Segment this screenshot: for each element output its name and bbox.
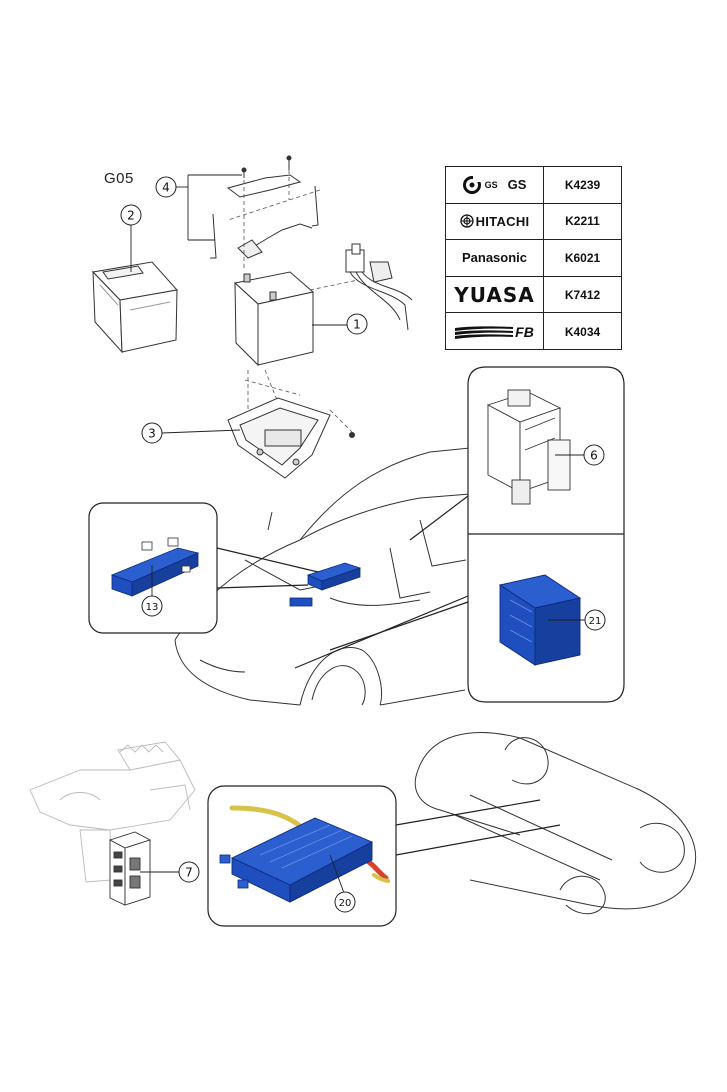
callout-7: 7 bbox=[178, 861, 200, 883]
brand-cell: HITACHI bbox=[446, 203, 544, 240]
fb-stripe-logo-icon bbox=[455, 326, 514, 339]
brand-cell: YUASA bbox=[446, 276, 544, 313]
callout-3: 3 bbox=[141, 422, 163, 444]
brand-code: K7412 bbox=[564, 287, 601, 302]
brand-code: K4034 bbox=[564, 324, 601, 339]
hitachi-logo-icon bbox=[459, 214, 474, 229]
ecu-13-illustration bbox=[110, 537, 200, 597]
module-21-illustration bbox=[498, 574, 582, 666]
panasonic-text: Panasonic bbox=[461, 250, 528, 266]
brand-row-yuasa: YUASA K7412 bbox=[446, 276, 621, 314]
battery-tray-illustration bbox=[91, 261, 178, 354]
gs-logo-icon bbox=[462, 175, 481, 194]
battery-illustration bbox=[233, 223, 315, 367]
gs-small-text: GS bbox=[484, 179, 498, 190]
brand-row-panasonic: Panasonic K6021 bbox=[446, 240, 621, 277]
callout-6: 6 bbox=[583, 444, 605, 466]
leader-lines bbox=[130, 174, 585, 894]
callout-4: 4 bbox=[155, 176, 177, 198]
engine-bay-ecu-highlight bbox=[289, 562, 362, 607]
brand-cell: FB bbox=[446, 313, 544, 350]
inset-box-6-21 bbox=[294, 366, 625, 703]
svg-text:3: 3 bbox=[148, 427, 156, 441]
svg-text:21: 21 bbox=[589, 616, 602, 627]
inverter-20-illustration bbox=[219, 805, 390, 903]
svg-text:2: 2 bbox=[127, 209, 135, 223]
engine-assembly-illustration bbox=[29, 741, 196, 883]
battery-brand-table: GS GS K4239 HITACHI K2211 Panasonic K602… bbox=[445, 166, 622, 350]
battery-cable-illustration bbox=[345, 243, 413, 331]
gs-main-text: GS bbox=[507, 177, 527, 193]
svg-text:4: 4 bbox=[162, 181, 170, 195]
callout-2: 2 bbox=[120, 204, 142, 226]
fb-text: FB bbox=[515, 323, 534, 340]
svg-text:13: 13 bbox=[146, 602, 159, 613]
svg-text:1: 1 bbox=[353, 318, 361, 332]
module-7-illustration bbox=[108, 831, 152, 906]
module-6-illustration bbox=[486, 389, 571, 505]
svg-text:20: 20 bbox=[339, 898, 352, 909]
hitachi-text: HITACHI bbox=[475, 213, 530, 229]
svg-text:6: 6 bbox=[590, 449, 598, 463]
car-underbody-outline-illustration bbox=[414, 732, 697, 915]
brand-code: K2211 bbox=[565, 214, 600, 229]
callout-20: 20 bbox=[334, 891, 356, 913]
brand-row-gs: GS GS K4239 bbox=[446, 167, 621, 204]
callout-1: 1 bbox=[346, 313, 368, 335]
yuasa-text: YUASA bbox=[454, 282, 535, 307]
fb-logo: FB bbox=[455, 324, 534, 340]
gs-logo: GS GS bbox=[462, 175, 527, 194]
battery-base-illustration bbox=[227, 397, 355, 479]
svg-text:7: 7 bbox=[185, 866, 193, 880]
callout-21: 21 bbox=[584, 609, 606, 631]
inset-box-20 bbox=[207, 785, 561, 927]
brand-row-fb: FB K4034 bbox=[446, 313, 621, 350]
hold-down-bracket-illustration bbox=[210, 155, 319, 259]
page-label: G05 bbox=[104, 170, 134, 187]
hitachi-logo: HITACHI bbox=[459, 213, 530, 229]
inset-box-13 bbox=[88, 502, 319, 634]
callout-13: 13 bbox=[141, 595, 163, 617]
brand-cell: GS GS bbox=[446, 167, 544, 203]
brand-code: K4239 bbox=[564, 177, 601, 192]
brand-cell: Panasonic bbox=[446, 240, 544, 276]
brand-code: K6021 bbox=[564, 250, 601, 265]
brand-row-hitachi: HITACHI K2211 bbox=[446, 203, 621, 241]
